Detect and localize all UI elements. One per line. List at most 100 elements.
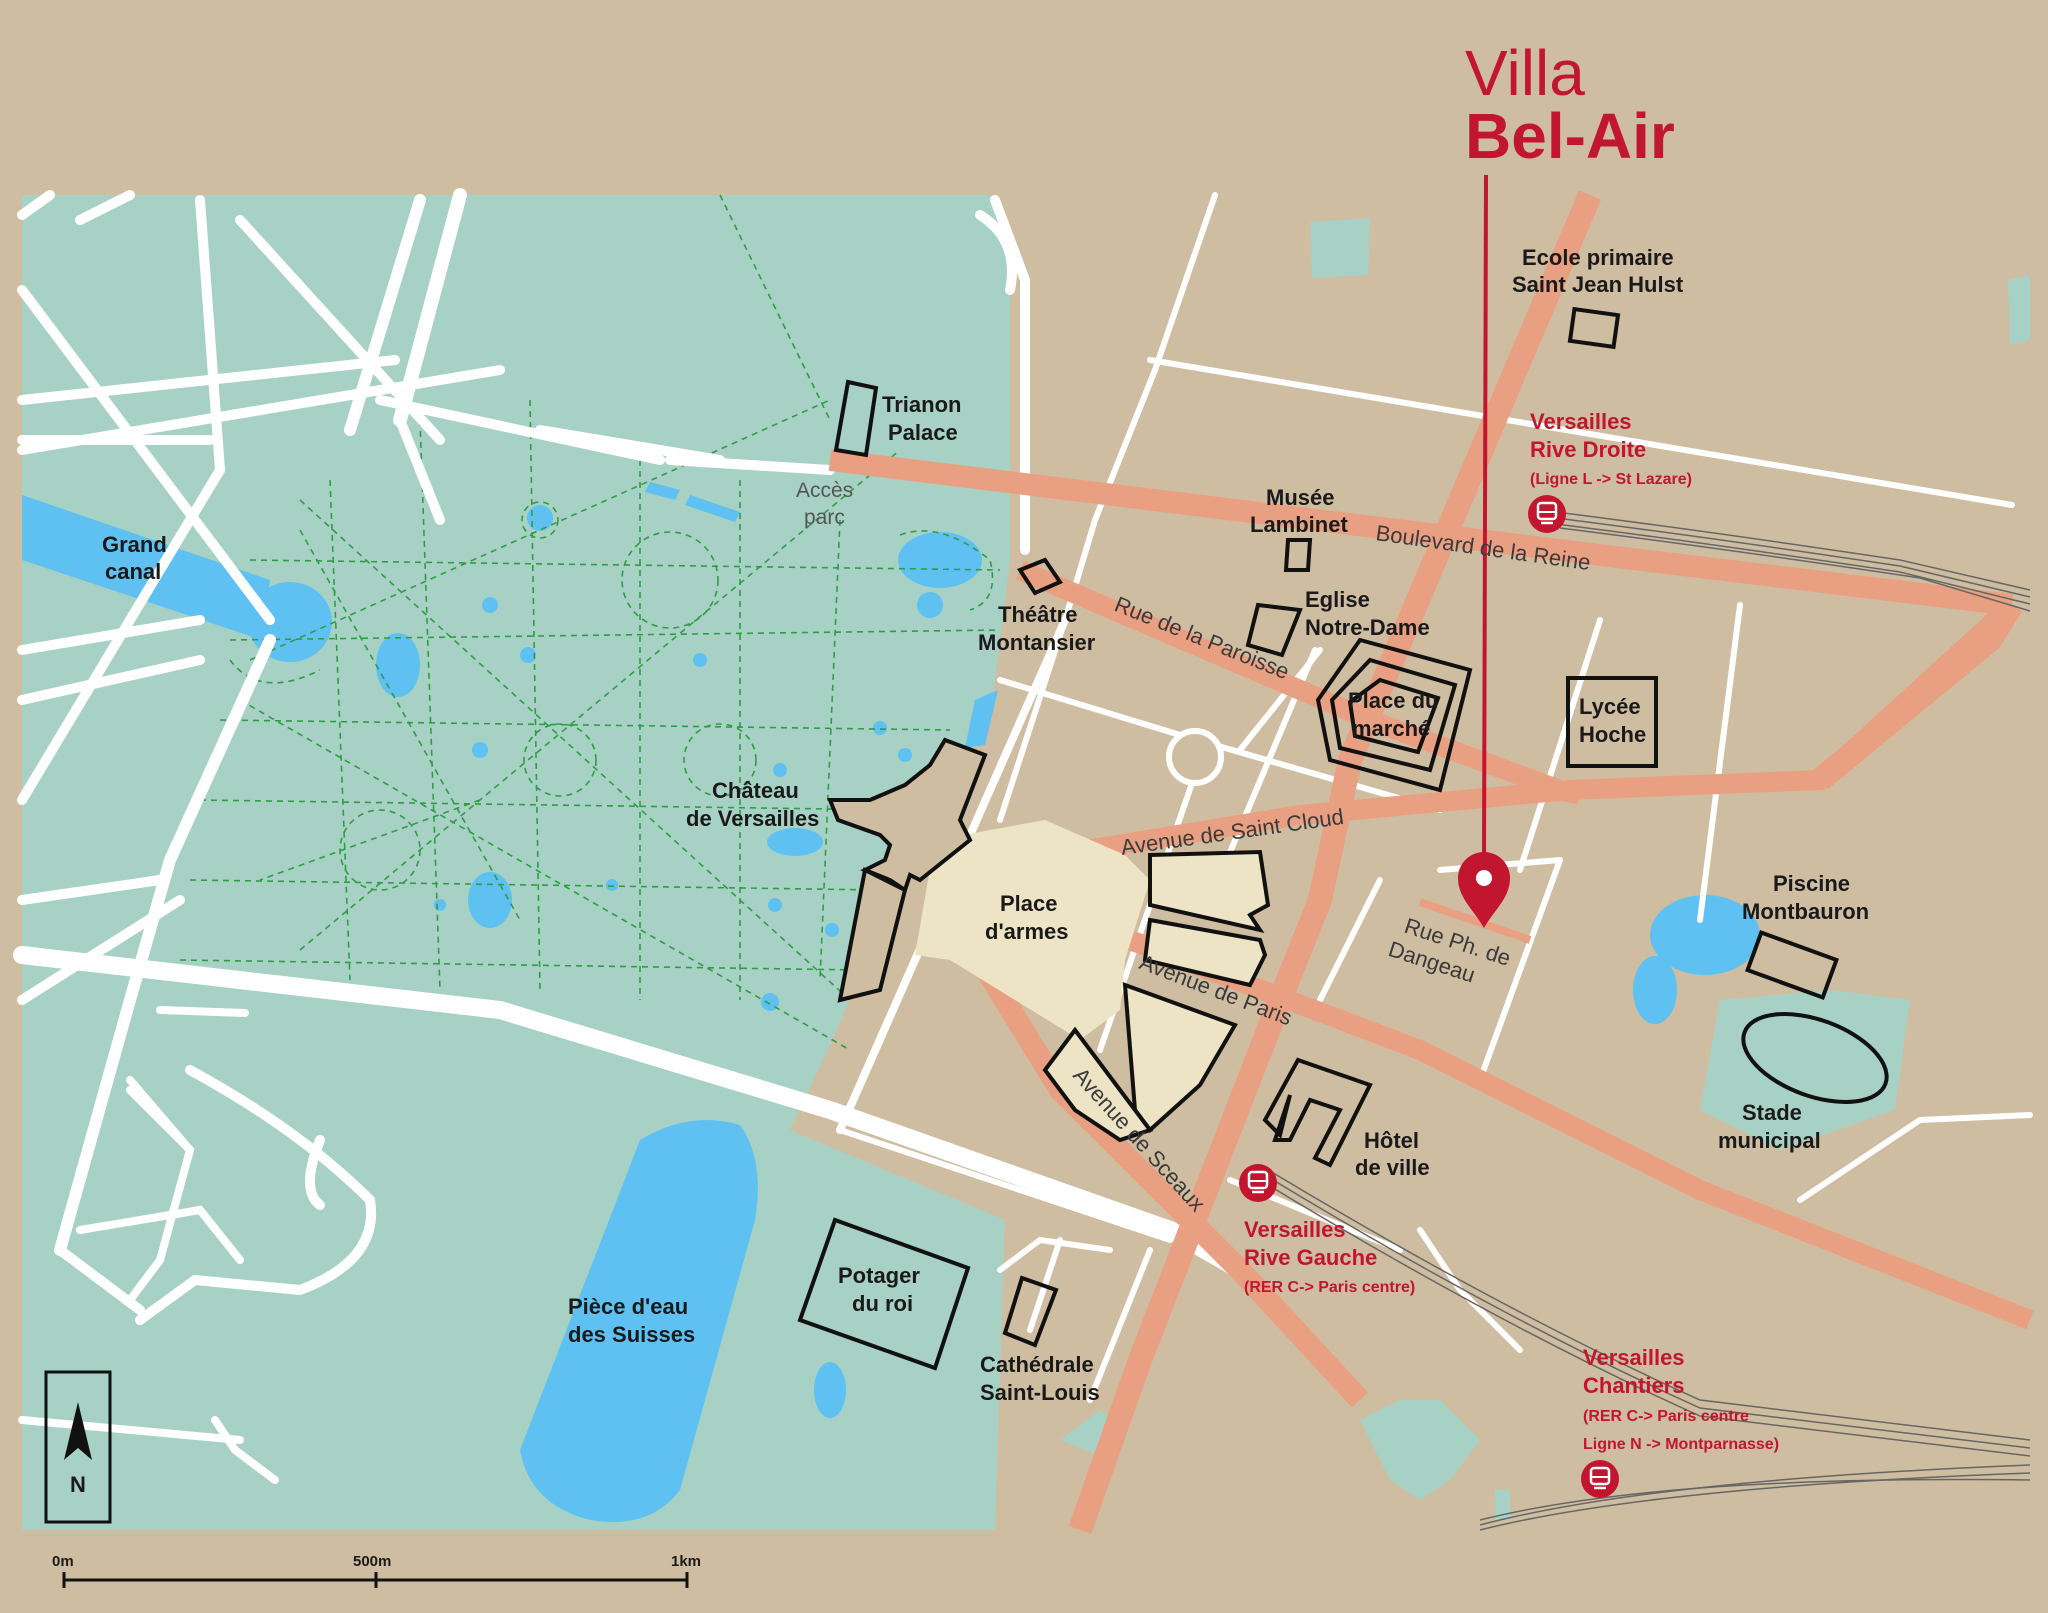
piscine-pool-1 xyxy=(1650,895,1760,975)
chateau-building-south xyxy=(837,867,908,1003)
buildings xyxy=(797,306,1889,1371)
grandes-ecuries xyxy=(1148,849,1271,934)
fountain-13 xyxy=(825,923,839,937)
potager-pond xyxy=(814,1362,846,1418)
piscine-building xyxy=(1745,929,1839,1001)
theatre-montansier-building xyxy=(1016,557,1064,596)
fountain-10 xyxy=(434,899,446,911)
garden-paths xyxy=(179,194,1001,1051)
trianon-canal-2 xyxy=(685,495,740,522)
stade-track xyxy=(1741,1012,1889,1104)
park-bottom-right xyxy=(1495,1490,1510,1520)
ecole-building xyxy=(1567,306,1621,350)
piece-eau-des-suisses-water xyxy=(520,1120,758,1522)
title-bel-air: Bel-Air xyxy=(1465,100,1675,172)
musee-lambinet-building xyxy=(1283,538,1313,572)
hotel-de-ville-building xyxy=(1262,1057,1373,1168)
scale-label-500: 500m xyxy=(353,1553,391,1570)
location-pin-icon[interactable] xyxy=(1458,852,1510,928)
fountain-7 xyxy=(873,721,887,735)
train-icon xyxy=(1239,1164,1277,1202)
station-rive-gauche-line: (RER C-> Paris centre) xyxy=(1244,1279,1415,1296)
trianon-palace-building xyxy=(833,379,879,458)
pond-chateau xyxy=(767,828,823,856)
stade-grounds xyxy=(1700,990,1910,1150)
fountain-6 xyxy=(917,592,943,618)
scale-bar: 0m 500m 1km xyxy=(52,1553,701,1588)
cathedrale-building xyxy=(1002,1275,1059,1348)
lycee-hoche-building xyxy=(1566,676,1658,768)
right-edge-park xyxy=(2008,275,2030,345)
petites-ecuries-2 xyxy=(1042,1026,1154,1143)
scale-label-0: 0m xyxy=(52,1553,74,1570)
scale-label-1k: 1km xyxy=(671,1553,701,1570)
station-rive-droite-line: (Ligne L -> St Lazare) xyxy=(1530,471,1692,488)
train-icon xyxy=(1528,495,1566,533)
roundabout xyxy=(1166,728,1224,786)
fountain-4 xyxy=(693,653,707,667)
north-compass: N xyxy=(44,1370,112,1524)
pond-lower xyxy=(468,872,512,928)
fountain-9 xyxy=(773,763,787,777)
grand-canal-water xyxy=(22,495,270,640)
pond-left xyxy=(376,633,420,697)
railway-tracks xyxy=(1259,509,2031,1531)
fountain-1 xyxy=(527,505,553,531)
place-du-marche-building xyxy=(1315,637,1473,793)
piscine-pool-2 xyxy=(1633,956,1677,1024)
place-darmes-area xyxy=(915,820,1150,1040)
fountain-5 xyxy=(472,742,488,758)
versailles-park xyxy=(22,195,1010,1530)
pin-leader-line xyxy=(1482,174,1488,861)
fountain-12 xyxy=(768,898,782,912)
petites-ecuries xyxy=(1122,982,1238,1133)
north-arrow-icon xyxy=(64,1402,92,1460)
park-areas xyxy=(22,195,2030,1530)
fountain-2 xyxy=(482,597,498,613)
compass-label: N xyxy=(70,1472,86,1497)
eglise-notre-dame-building xyxy=(1245,602,1303,658)
trianon-canal-1 xyxy=(645,482,680,500)
fountain-11 xyxy=(606,879,618,891)
chateau-building xyxy=(827,737,988,894)
potager-building xyxy=(797,1217,971,1371)
square-top xyxy=(1310,218,1370,278)
water-bodies xyxy=(22,482,1760,1522)
grandes-ecuries-2 xyxy=(1142,917,1268,988)
train-icon xyxy=(1581,1460,1619,1498)
canal-chateau-side xyxy=(965,690,998,748)
compass-frame xyxy=(44,1370,112,1524)
title-villa: Villa xyxy=(1465,37,1585,109)
fountain-3 xyxy=(520,647,536,663)
main-roads xyxy=(828,190,2034,1534)
title-block: Villa Bel-Air xyxy=(1458,37,1675,928)
fountain-8 xyxy=(898,748,912,762)
chateau-complex xyxy=(827,737,1271,1143)
